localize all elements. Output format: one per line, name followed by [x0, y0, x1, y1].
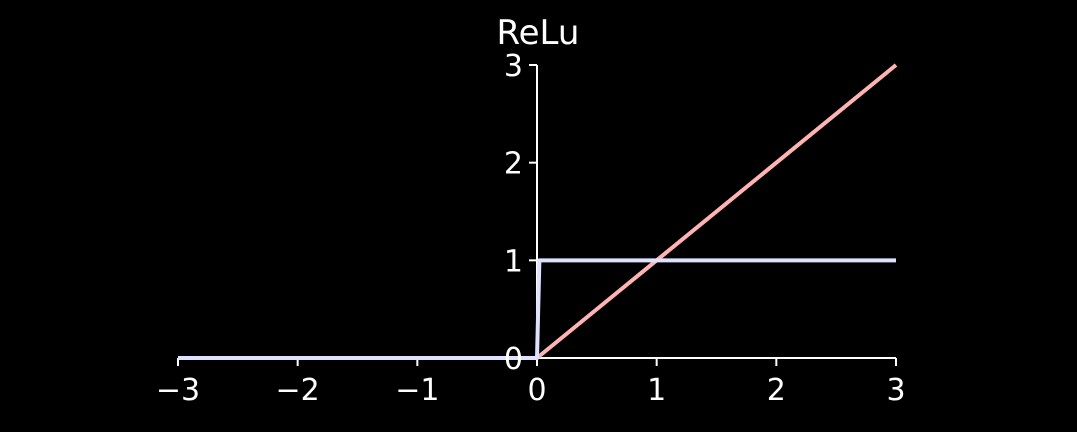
x-tick-label: −2 [276, 373, 320, 408]
tick-labels: −3 −2 −1 0 1 2 3 0 1 2 3 [156, 49, 906, 408]
series-layer [178, 63, 898, 360]
series-line-1 [178, 258, 896, 360]
x-tick-label: 1 [647, 373, 666, 408]
y-tick-label: 3 [504, 49, 523, 84]
x-tick-label: 3 [886, 373, 905, 408]
y-tick-label: 1 [504, 244, 523, 279]
x-tick-label: −1 [395, 373, 439, 408]
y-tick-label: 0 [504, 342, 523, 377]
chart-title: ReLu [497, 13, 580, 53]
x-tick-label: 2 [767, 373, 786, 408]
x-tick-label: −3 [156, 373, 200, 408]
y-tick-label: 2 [504, 147, 523, 182]
x-tick-label: 0 [527, 373, 546, 408]
